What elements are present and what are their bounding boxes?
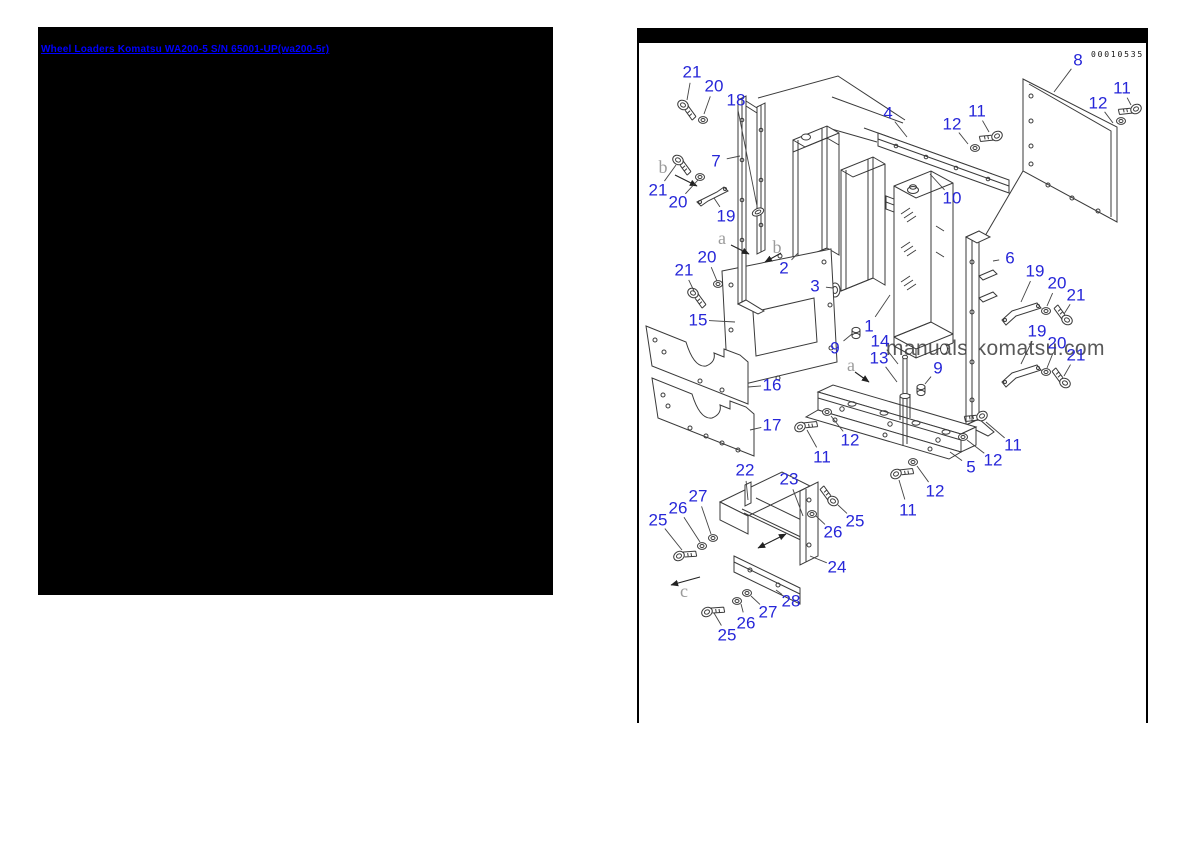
part-18-clamp	[751, 207, 765, 217]
diagram-top-bar	[637, 28, 1148, 43]
part-1-radiator	[893, 170, 954, 359]
part-19-strips	[696, 186, 1042, 388]
callout-leader-lines	[664, 68, 1132, 626]
part-5-channel	[804, 384, 978, 460]
part-4-support-bar	[863, 127, 1010, 194]
direction-arrows	[670, 174, 870, 587]
part-16-plate	[645, 325, 749, 405]
diagram-left-border	[637, 43, 639, 723]
part-13-14-rod	[899, 354, 911, 446]
part-2-core	[792, 125, 840, 263]
part-3-core	[829, 156, 886, 298]
watermark-text: manuals-komatsu.com	[886, 337, 1105, 360]
part-8-side-panel	[1022, 78, 1118, 223]
guide-lines	[757, 75, 1024, 237]
part-22-28-bracket-assembly	[718, 471, 819, 605]
part-6-frame	[964, 230, 998, 437]
diagram-right-border	[1146, 43, 1148, 723]
part-15-plate	[721, 248, 838, 389]
model-breadcrumb-link[interactable]: Wheel Loaders Komatsu WA200-5 S/N 65001-…	[41, 44, 330, 55]
part-7-frame	[736, 95, 766, 315]
left-black-panel: Wheel Loaders Komatsu WA200-5 S/N 65001-…	[38, 27, 553, 595]
figure-number: 00010535	[1091, 50, 1144, 59]
part-17-plate	[651, 377, 755, 457]
